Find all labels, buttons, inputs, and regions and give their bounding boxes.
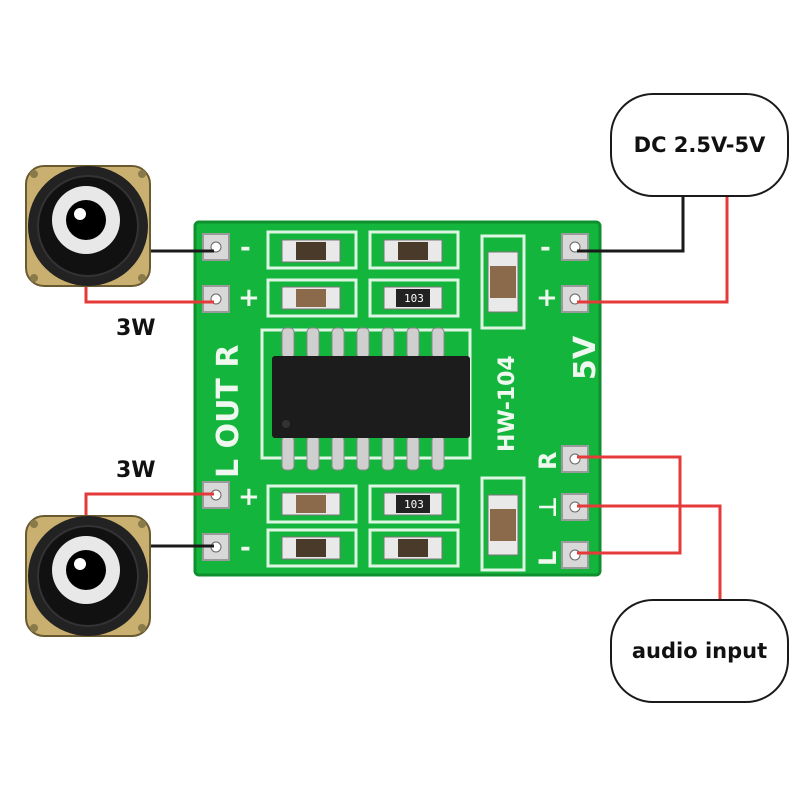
audio-input-label: audio input	[631, 639, 768, 663]
out-plus-top: +	[238, 283, 260, 313]
solder-pads	[202, 233, 589, 569]
in-r-label: R	[534, 452, 562, 470]
chip-pins	[281, 327, 445, 471]
wire-bottom-speaker-red	[84, 492, 214, 516]
in-gnd-label: ⊥	[534, 496, 562, 518]
resistor-code-bottom: 103	[404, 498, 424, 511]
wire-power-red	[577, 196, 729, 304]
in-l-label: L	[534, 551, 562, 566]
wire-power-black	[577, 196, 685, 253]
speaker-bottom	[25, 515, 151, 637]
out-label: L OUT R	[211, 345, 246, 478]
smd-components	[281, 239, 519, 560]
audio-input-box	[610, 599, 789, 703]
wires	[84, 196, 729, 602]
out-plus-bottom: +	[238, 482, 260, 512]
speaker-bottom-power-label: 3W	[116, 458, 156, 483]
wire-top-speaker-red	[84, 280, 214, 304]
power-label: DC 2.5V-5V	[633, 133, 766, 157]
speaker-top-power-label: 3W	[116, 316, 156, 341]
wire-audio-gnd	[577, 504, 722, 602]
speaker-top	[25, 165, 151, 287]
voltage-label: 5V	[568, 335, 603, 380]
amplifier-chip	[272, 356, 470, 438]
out-minus-top: -	[240, 233, 251, 263]
model-label: HW-104	[495, 355, 520, 452]
pcb-board: L OUT R HW-104 5V + - + - - + R ⊥ L 103 …	[193, 220, 603, 577]
power-box	[610, 93, 789, 197]
out-minus-bottom: -	[240, 533, 251, 563]
pwr-plus: +	[536, 283, 558, 313]
pwr-minus: -	[540, 233, 551, 263]
resistor-code-top: 103	[404, 292, 424, 305]
